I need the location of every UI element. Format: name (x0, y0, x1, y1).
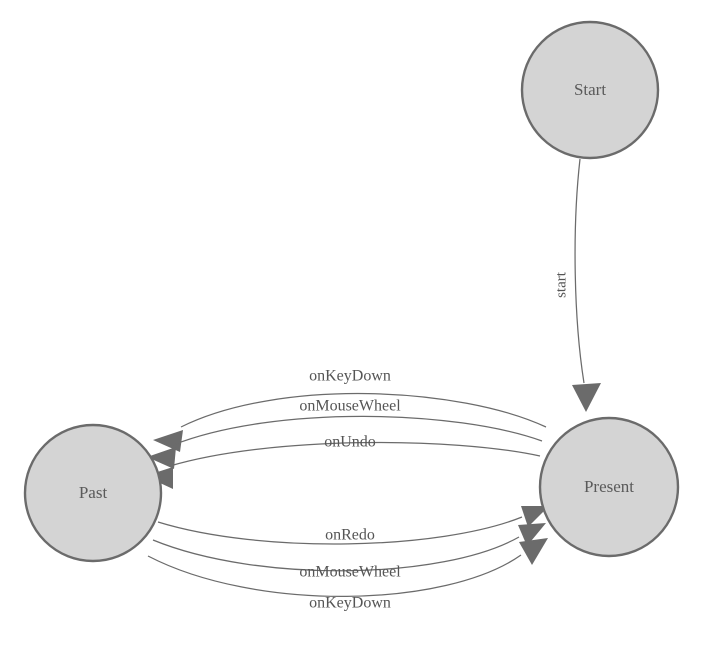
arrowhead-start-present (572, 383, 601, 412)
node-past-circle (23, 423, 163, 563)
node-start[interactable]: Start (520, 20, 660, 160)
node-present-circle (538, 416, 680, 558)
edge-path-past-present-2 (152, 536, 520, 572)
edge-start-to-present[interactable]: start (553, 158, 601, 412)
arrowhead-present-past-2 (147, 447, 176, 469)
edge-label-start: start (553, 271, 569, 298)
edge-path-present-past-3 (169, 441, 541, 467)
node-past[interactable]: Past (23, 423, 163, 563)
edge-present-to-past-onkeydown[interactable]: onKeyDown (153, 368, 547, 452)
node-start-circle (520, 20, 660, 160)
edge-label-past-present-1: onRedo (325, 527, 375, 544)
edge-past-to-present-onkeydown[interactable]: onKeyDown (147, 538, 548, 612)
edge-path-present-past-1 (180, 392, 547, 428)
arrowhead-present-past-1 (153, 430, 183, 452)
edge-path-past-present-3 (147, 554, 522, 597)
edge-path-past-present-1 (157, 516, 523, 545)
edge-present-to-past-onundo[interactable]: onUndo (145, 434, 541, 489)
edge-label-past-present-2: onMouseWheel (299, 564, 401, 581)
edge-label-present-past-1: onKeyDown (309, 368, 391, 385)
edge-path-present-past-2 (172, 415, 543, 446)
arrowhead-past-present-2 (518, 523, 546, 546)
edge-present-to-past-onmousewheel[interactable]: onMouseWheel (147, 398, 543, 469)
arrowhead-past-present-1 (521, 506, 549, 527)
edge-path-start-present (574, 158, 585, 384)
arrowhead-past-present-3 (519, 538, 548, 565)
edge-label-past-present-3: onKeyDown (309, 595, 391, 612)
edge-past-to-present-onredo[interactable]: onRedo (157, 506, 549, 545)
edge-past-to-present-onmousewheel[interactable]: onMouseWheel (152, 523, 546, 581)
node-present[interactable]: Present (538, 416, 680, 558)
edge-label-present-past-2: onMouseWheel (299, 398, 401, 415)
